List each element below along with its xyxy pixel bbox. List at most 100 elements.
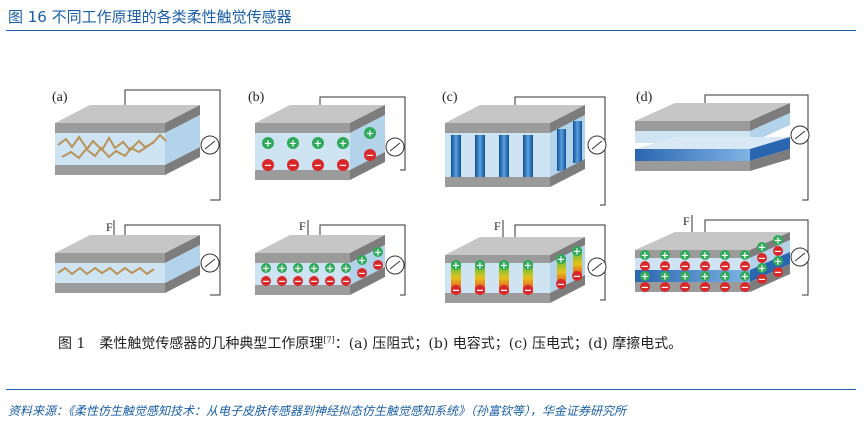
minus-sign: − — [310, 277, 318, 288]
plus-sign: + — [476, 261, 484, 272]
minus-sign: − — [701, 283, 709, 294]
plus-sign: + — [326, 264, 334, 275]
plus-sign: + — [661, 272, 669, 283]
charge-dot — [700, 261, 710, 271]
minus-sign: − — [262, 277, 270, 288]
minus-sign: − — [326, 277, 334, 288]
charge-dot — [572, 246, 582, 256]
charge-dot — [373, 247, 383, 257]
charge-dot — [660, 271, 670, 281]
minus-sign: − — [314, 161, 322, 172]
minus-sign: − — [701, 262, 709, 273]
charge-dot — [640, 261, 650, 271]
sensor-diagram: (a) (b) (c) (d) F — [52, 89, 810, 303]
charge-dot — [680, 271, 690, 281]
plus-sign: + — [774, 257, 782, 268]
minus-sign: − — [289, 161, 297, 172]
plus-sign: + — [310, 264, 318, 275]
charge-dot — [341, 276, 351, 286]
minus-sign: − — [741, 262, 749, 273]
panel-c-bottom-charges: ++++++−−−−−− — [451, 246, 582, 297]
charge-dot — [451, 260, 461, 270]
minus-sign: − — [758, 254, 766, 265]
charge-dot — [475, 260, 485, 270]
charge-dot — [262, 137, 274, 149]
minus-sign: − — [278, 277, 286, 288]
charge-dot — [287, 159, 299, 171]
charge-dot — [773, 246, 783, 256]
charge-dot — [499, 285, 509, 295]
charge-dot — [680, 250, 690, 260]
minus-sign: − — [681, 283, 689, 294]
charge-dot — [740, 271, 750, 281]
plus-sign: + — [366, 129, 374, 140]
charge-dot — [640, 282, 650, 292]
plus-sign: + — [342, 264, 350, 275]
charge-dot — [312, 137, 324, 149]
panel-b-bottom-charges: ++++++++−−−−−−−− — [261, 247, 383, 288]
minus-sign: − — [741, 283, 749, 294]
charge-dot — [757, 242, 767, 252]
plus-sign: + — [264, 139, 272, 150]
charge-dot — [364, 149, 376, 161]
charge-dot — [720, 261, 730, 271]
charge-dot — [757, 263, 767, 273]
plus-sign: + — [701, 272, 709, 283]
charge-dot — [287, 137, 299, 149]
panel-b-top-charges: + + + + + − − − − − — [262, 127, 376, 172]
charge-dot — [373, 260, 383, 270]
plus-sign: + — [741, 272, 749, 283]
minus-sign: − — [557, 280, 565, 291]
minus-sign: − — [339, 161, 347, 172]
plus-sign: + — [294, 264, 302, 275]
charge-dot — [337, 137, 349, 149]
force-label-d: F — [683, 214, 690, 228]
minus-sign: − — [774, 247, 782, 258]
minus-sign: − — [264, 161, 272, 172]
panel-label-a: (a) — [52, 90, 68, 105]
minus-sign: − — [721, 262, 729, 273]
panel-d-bottom-charges: ++++++++−−−−−−−−++++++++−−−−−−−− — [640, 235, 783, 294]
charge-dot — [720, 282, 730, 292]
charge-dot — [337, 159, 349, 171]
charge-dot — [757, 274, 767, 284]
plus-sign: + — [314, 139, 322, 150]
panel-a-bottom: F — [55, 220, 221, 296]
charge-dot — [556, 254, 566, 264]
charge-dot — [309, 263, 319, 273]
caption-prefix: 图 1 柔性触觉传感器的几种典型工作原理 — [58, 336, 324, 352]
charge-dot — [277, 276, 287, 286]
header-divider — [6, 30, 856, 31]
charge-dot — [740, 282, 750, 292]
charge-dot — [640, 250, 650, 260]
minus-sign: − — [721, 283, 729, 294]
charge-dot — [261, 276, 271, 286]
plus-sign: + — [721, 251, 729, 262]
charge-dot — [325, 263, 335, 273]
charge-dot — [357, 255, 367, 265]
plus-sign: + — [339, 139, 347, 150]
charge-dot — [720, 250, 730, 260]
charge-dot — [720, 271, 730, 281]
charge-dot — [451, 285, 461, 295]
charge-dot — [773, 256, 783, 266]
caption-suffix: ：(a) 压阻式；(b) 电容式；(c) 压电式；(d) 摩擦电式。 — [334, 336, 683, 352]
charge-dot — [556, 279, 566, 289]
charge-dot — [364, 127, 376, 139]
charge-dot — [700, 271, 710, 281]
minus-sign: − — [366, 151, 374, 162]
force-label-a: F — [106, 220, 113, 234]
charge-dot — [773, 235, 783, 245]
plus-sign: + — [774, 236, 782, 247]
minus-sign: − — [681, 262, 689, 273]
panel-c-top — [445, 96, 607, 206]
plus-sign: + — [289, 139, 297, 150]
plus-sign: + — [741, 251, 749, 262]
minus-sign: − — [342, 277, 350, 288]
plus-sign: + — [278, 264, 286, 275]
plus-sign: + — [681, 272, 689, 283]
minus-sign: − — [573, 272, 581, 283]
minus-sign: − — [661, 262, 669, 273]
panel-label-b: (b) — [248, 90, 265, 105]
charge-dot — [357, 268, 367, 278]
